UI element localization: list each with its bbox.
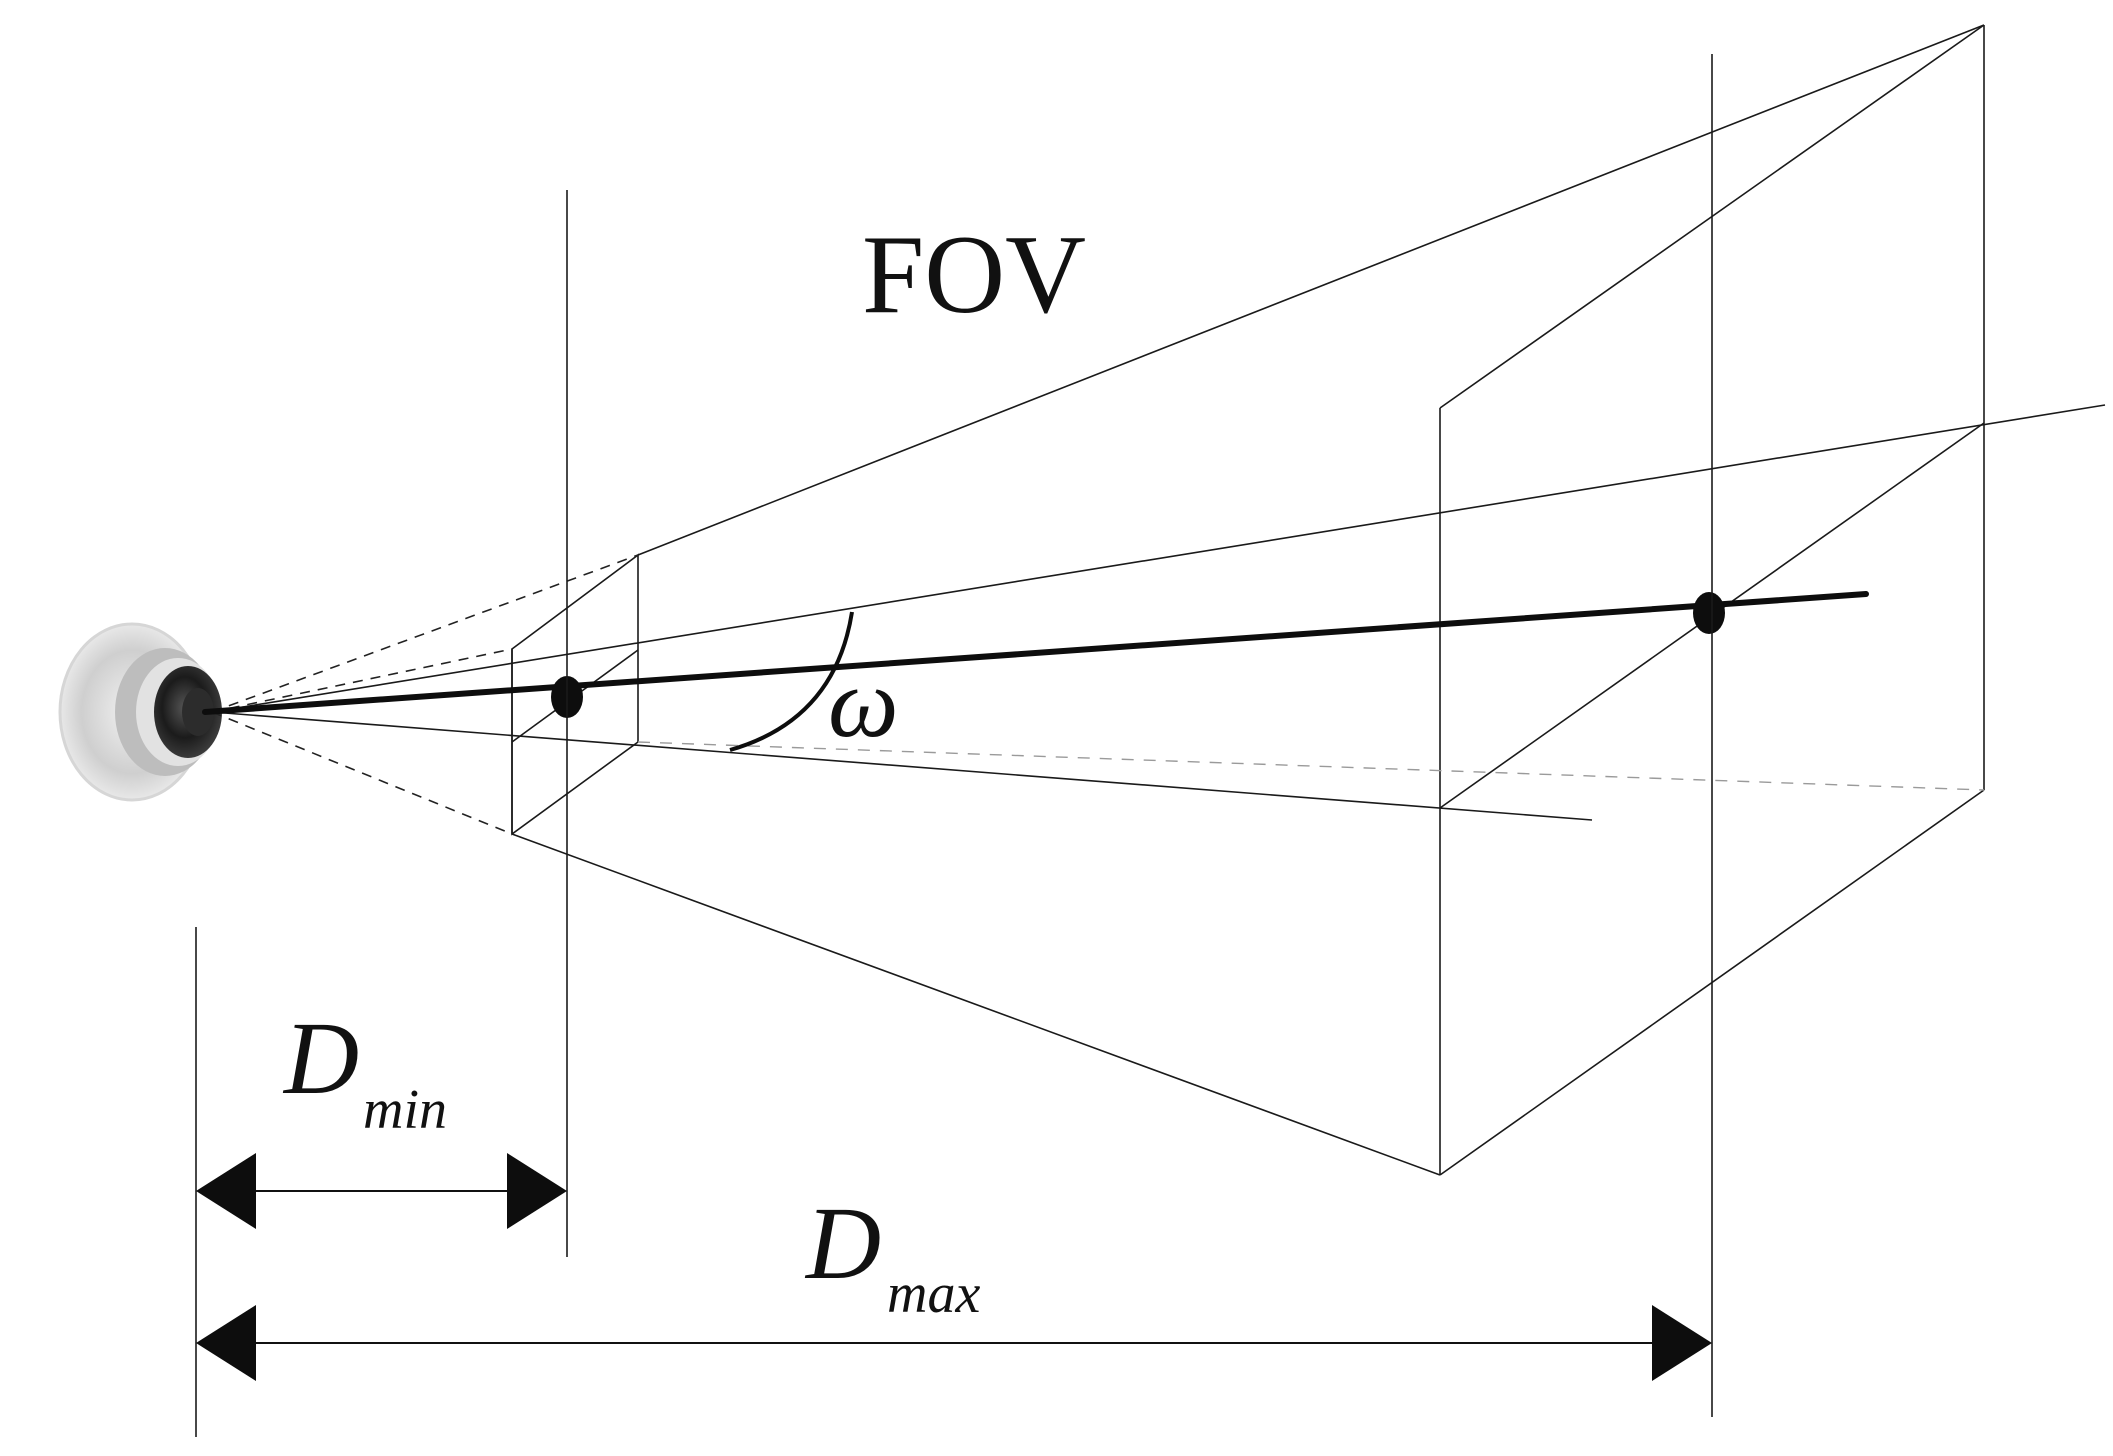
dmax-label: D max <box>804 1186 980 1325</box>
reference-lines <box>195 54 1713 1437</box>
dmin-label-subscript: min <box>363 1079 447 1141</box>
dmax-label-main: D <box>804 1186 881 1301</box>
optical-axis <box>202 591 1869 715</box>
dmax-dimension <box>196 1305 1712 1381</box>
omega-label: ω <box>828 647 899 758</box>
fov-label: FOV <box>862 213 1086 337</box>
far-point <box>1693 592 1725 634</box>
dmax-label-subscript: max <box>887 1263 980 1325</box>
dmin-label: D min <box>282 1001 447 1141</box>
dmin-dimension <box>196 1153 567 1229</box>
field-lines <box>211 404 2106 821</box>
angle-arc <box>729 611 854 752</box>
camera-icon <box>58 622 222 802</box>
dmin-label-main: D <box>282 1001 359 1116</box>
